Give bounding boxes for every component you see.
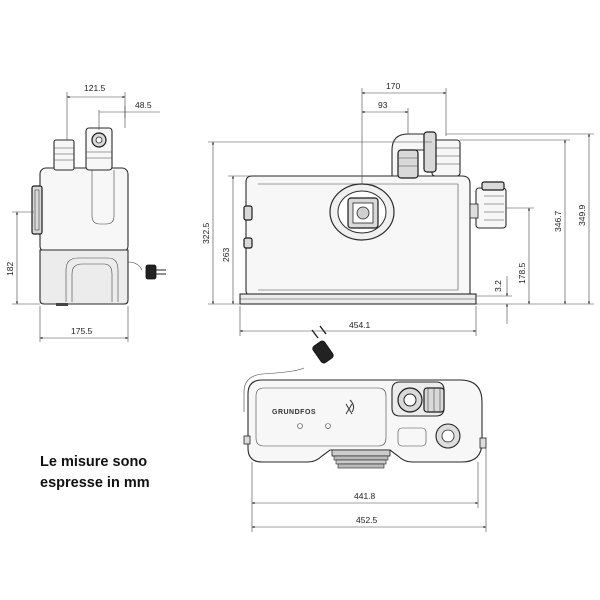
dim-121-5: 121.5 (84, 83, 106, 93)
front-view: 170 93 322.5 263 454.1 3.2 178.5 346. (201, 81, 594, 336)
side-base (39, 249, 129, 305)
dim-452-5: 452.5 (356, 515, 378, 525)
front-side-fitting (475, 187, 507, 229)
units-note-line-2: espresse in mm (40, 475, 150, 491)
dim-3-2: 3.2 (493, 280, 503, 292)
dim-175-5: 175.5 (71, 326, 93, 336)
side-inlet-left (53, 139, 75, 171)
dim-349-9: 349.9 (577, 204, 587, 226)
units-note: Le misure sono espresse in mm (40, 452, 210, 494)
top-bellows (331, 449, 391, 469)
side-plug-icon (145, 264, 157, 280)
dim-346-7: 346.7 (553, 210, 563, 232)
brand-label: GRUNDFOS (272, 409, 316, 416)
brand-x-logo (345, 399, 355, 415)
dim-48-5: 48.5 (135, 100, 152, 110)
dim-263: 263 (221, 248, 231, 262)
dim-322-5: 322.5 (201, 222, 211, 244)
dim-182: 182 (5, 262, 15, 276)
side-plate (31, 185, 43, 235)
dim-178-5: 178.5 (517, 262, 527, 284)
dim-93: 93 (378, 100, 388, 110)
units-note-line-1: Le misure sono (40, 454, 148, 470)
side-upper-body (39, 167, 129, 253)
dim-454-1: 454.1 (349, 320, 371, 330)
dim-170: 170 (386, 81, 400, 91)
side-view: 121.5 48.5 182 175.5 (5, 83, 166, 342)
dim-441-8: 441.8 (354, 491, 376, 501)
plug-icon (311, 325, 334, 364)
top-view: GRUNDFOS 441.8 (243, 325, 487, 532)
